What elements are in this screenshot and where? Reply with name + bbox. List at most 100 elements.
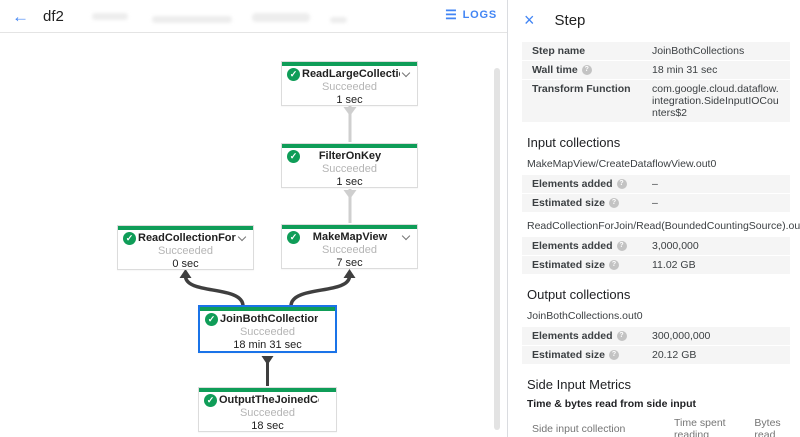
node-time: 18 min 31 sec xyxy=(233,339,302,351)
node-status-bar xyxy=(282,144,417,148)
metric-row: Estimated size? – xyxy=(522,194,790,212)
metric-label: Transform Function xyxy=(532,83,631,95)
collection-name: MakeMapView/CreateDataflowView.out0 xyxy=(527,158,717,170)
node-status-bar xyxy=(282,225,417,229)
graph-node-outputthejoinedcollection[interactable]: ✓ OutputTheJoinedCollec... Succeeded 18 … xyxy=(198,387,337,432)
help-icon[interactable]: ? xyxy=(608,198,619,208)
panel-body: Step name JoinBothCollections Wall time?… xyxy=(508,40,800,437)
node-title: FilterOnKey xyxy=(318,150,382,162)
node-status: Succeeded xyxy=(239,407,296,419)
node-time: 1 sec xyxy=(336,176,363,188)
metric-value: – xyxy=(652,197,658,209)
metric-value: com.google.cloud.dataflow.integration.Si… xyxy=(652,83,779,119)
help-icon[interactable]: ? xyxy=(616,331,627,341)
metric-label: Wall time xyxy=(532,64,578,76)
metric-label: Step name xyxy=(532,45,586,57)
graph-node-readcollectionforjoin[interactable]: ✓ ReadCollectionForJoin Succeeded 0 sec xyxy=(117,225,254,270)
chevron-down-icon[interactable] xyxy=(400,68,412,80)
success-check-icon: ✓ xyxy=(204,393,217,407)
node-status-bar xyxy=(118,226,253,230)
graph-edges xyxy=(179,106,357,386)
logs-button[interactable]: ☰ LOGS xyxy=(445,8,497,21)
metric-value: JoinBothCollections xyxy=(652,45,745,57)
section-heading-side-input-metrics: Side Input Metrics xyxy=(527,377,632,392)
metric-row: Wall time? 18 min 31 sec xyxy=(522,61,790,79)
chevron-spacer xyxy=(319,394,331,406)
success-check-icon: ✓ xyxy=(287,230,300,244)
node-status-bar xyxy=(282,62,417,66)
metric-value: 3,000,000 xyxy=(652,240,699,252)
help-icon[interactable]: ? xyxy=(616,179,627,189)
panel-header: × Step xyxy=(508,0,800,40)
metric-label: Elements added xyxy=(532,240,613,252)
help-icon[interactable]: ? xyxy=(608,350,619,360)
collection-name: ReadCollectionForJoin/Read(BoundedCounti… xyxy=(527,220,800,232)
node-time: 18 sec xyxy=(251,420,284,432)
graph-node-joinbothcollections[interactable]: ✓ JoinBothCollections Succeeded 18 min 3… xyxy=(198,305,337,353)
graph-node-readlargecollection[interactable]: ✓ ReadLargeCollectionFr... Succeeded 1 s… xyxy=(281,61,418,106)
section-heading-input-collections: Input collections xyxy=(527,135,621,150)
node-title: ReadCollectionForJoin xyxy=(138,232,236,244)
metric-value: 11.02 GB xyxy=(652,259,696,271)
chevron-down-icon[interactable] xyxy=(400,231,412,243)
node-status: Succeeded xyxy=(321,81,378,93)
collection-name: JoinBothCollections.out0 xyxy=(527,310,643,322)
help-icon[interactable]: ? xyxy=(608,260,619,270)
arrowhead-down-icon xyxy=(261,356,274,365)
graph-node-filteronkey[interactable]: ✓ FilterOnKey Succeeded 1 sec xyxy=(281,143,418,188)
redacted-smudge xyxy=(330,17,347,23)
edge-makemap-join xyxy=(289,274,352,308)
canvas-scrollbar[interactable] xyxy=(494,68,500,430)
logs-label: LOGS xyxy=(462,8,497,21)
arrowhead-down-icon xyxy=(343,190,357,199)
metric-label: Elements added xyxy=(532,330,613,342)
metric-row: Transform Function com.google.cloud.data… xyxy=(522,80,790,122)
graph-node-makemapview[interactable]: ✓ MakeMapView Succeeded 7 sec xyxy=(281,224,418,269)
node-status-bar xyxy=(200,307,335,311)
redacted-smudge xyxy=(252,13,310,22)
metric-value: – xyxy=(652,178,658,190)
chevron-spacer xyxy=(318,313,330,325)
metric-label: Elements added xyxy=(532,178,613,190)
column-header: Bytes read xyxy=(744,412,790,437)
arrowhead-up-icon xyxy=(179,269,192,278)
chevron-spacer xyxy=(400,150,412,162)
close-icon[interactable]: × xyxy=(524,10,535,30)
node-status: Succeeded xyxy=(321,244,378,256)
chevron-down-icon[interactable] xyxy=(236,232,248,244)
metric-label: Estimated size xyxy=(532,259,605,271)
metric-row: Elements added? – xyxy=(522,175,790,193)
node-status: Succeeded xyxy=(239,326,296,338)
job-title: df2 xyxy=(43,7,64,25)
success-check-icon: ✓ xyxy=(123,231,136,245)
arrowhead-down-icon xyxy=(343,107,357,116)
help-icon[interactable]: ? xyxy=(616,241,627,251)
step-details-panel: × Step Step name JoinBothCollections Wal… xyxy=(507,0,800,437)
node-time: 7 sec xyxy=(336,257,363,269)
success-check-icon: ✓ xyxy=(287,149,300,163)
node-time: 1 sec xyxy=(336,94,363,106)
job-header: ← df2 ☰ LOGS xyxy=(0,0,507,33)
node-status: Succeeded xyxy=(321,163,378,175)
success-check-icon: ✓ xyxy=(205,312,218,326)
metric-row: Step name JoinBothCollections xyxy=(522,42,790,60)
panel-title: Step xyxy=(554,11,586,29)
pipeline-graph-canvas[interactable]: ✓ ReadLargeCollectionFr... Succeeded 1 s… xyxy=(0,0,507,437)
table-header-row: Side input collection Time spent reading… xyxy=(522,412,790,437)
node-title: MakeMapView xyxy=(312,231,388,243)
help-icon[interactable]: ? xyxy=(581,65,592,75)
column-header: Time spent reading xyxy=(664,412,745,437)
metric-row: Elements added? 300,000,000 xyxy=(522,327,790,345)
side-input-subheading: Time & bytes read from side input xyxy=(527,398,697,410)
metric-value: 18 min 31 sec xyxy=(652,64,718,76)
node-title: JoinBothCollections xyxy=(220,313,318,325)
graph-section: ✓ ReadLargeCollectionFr... Succeeded 1 s… xyxy=(0,0,507,437)
node-title: OutputTheJoinedCollec... xyxy=(219,394,319,406)
metric-row: Elements added? 3,000,000 xyxy=(522,237,790,255)
node-title: ReadLargeCollectionFr... xyxy=(302,68,400,80)
back-arrow-icon[interactable]: ← xyxy=(12,6,29,26)
logs-list-icon: ☰ xyxy=(445,7,458,22)
column-header: Side input collection xyxy=(522,412,665,437)
metric-value: 20.12 GB xyxy=(652,349,697,361)
